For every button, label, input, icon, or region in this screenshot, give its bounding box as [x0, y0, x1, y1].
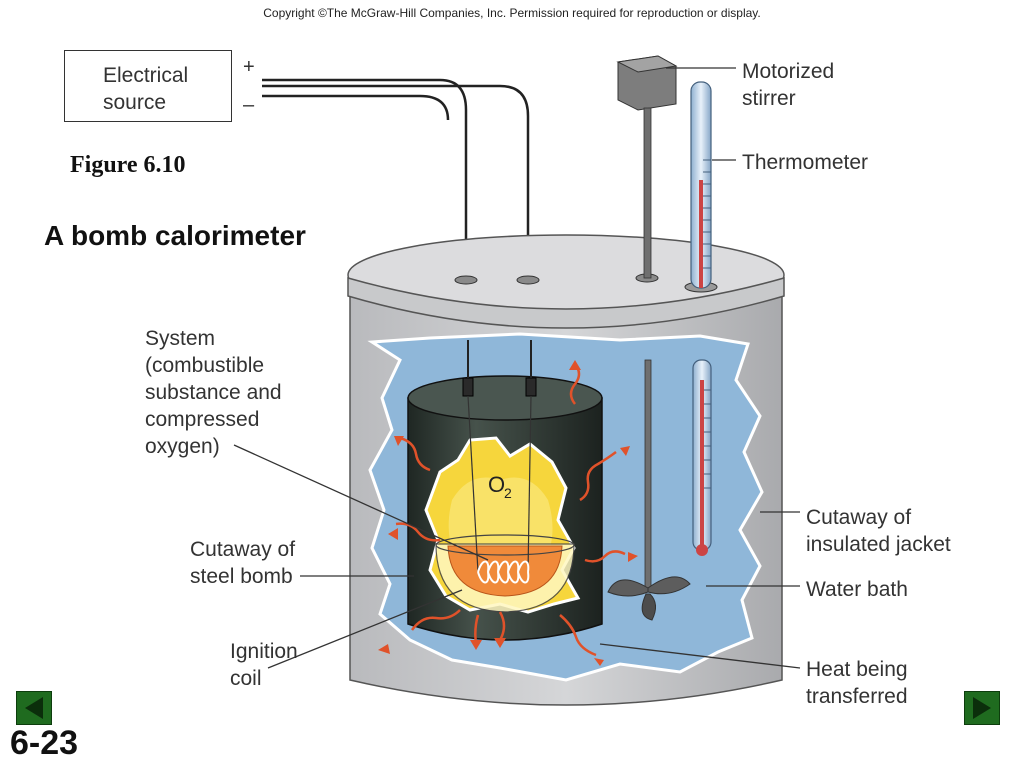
label-heat-transferred: Heat being transferred: [806, 658, 908, 708]
label-steel-bomb: Cutaway of steel bomb: [190, 538, 296, 588]
previous-slide-button[interactable]: [16, 691, 52, 725]
triangle-right-icon: [973, 697, 991, 719]
label-thermometer: Thermometer: [742, 151, 869, 174]
heat-arrowheads: [378, 360, 638, 666]
thermometer-lower: [692, 359, 712, 556]
electrical-source-label: Electrical source: [103, 64, 189, 114]
terminal-left: [454, 275, 478, 285]
leader-lines: [233, 67, 801, 669]
oxygen-label: O: [488, 472, 505, 497]
slide-number: 6-23: [10, 724, 79, 762]
figure-title: A bomb calorimeter: [44, 220, 306, 251]
figure-number: Figure 6.10: [70, 152, 186, 178]
thermometer-upper: [690, 81, 712, 289]
terminal-right: [516, 275, 540, 285]
ignition-coil: [467, 395, 532, 584]
calorimeter-lid-rim: [347, 277, 785, 329]
oxygen-subscript: 2: [504, 485, 512, 501]
label-ignition-coil: Ignition coil: [230, 640, 298, 690]
label-water-bath: Water bath: [806, 578, 908, 601]
copyright-notice: Copyright ©The McGraw-Hill Companies, In…: [263, 6, 761, 20]
electrical-wires: [262, 78, 530, 278]
negative-terminal-sign: –: [243, 94, 255, 116]
label-system: System (combustible substance and compre…: [145, 327, 282, 458]
electrical-source-box: [64, 50, 232, 122]
motorized-stirrer: [616, 55, 678, 279]
stirrer-shaft-propeller: [607, 359, 691, 621]
next-slide-button[interactable]: [964, 691, 1000, 725]
label-insulated-jacket: Cutaway of insulated jacket: [806, 506, 951, 556]
label-motorized-stirrer: Motorized stirrer: [742, 60, 835, 110]
sample-cup: [435, 534, 575, 613]
triangle-left-icon: [25, 697, 43, 719]
positive-terminal-sign: +: [243, 56, 255, 78]
